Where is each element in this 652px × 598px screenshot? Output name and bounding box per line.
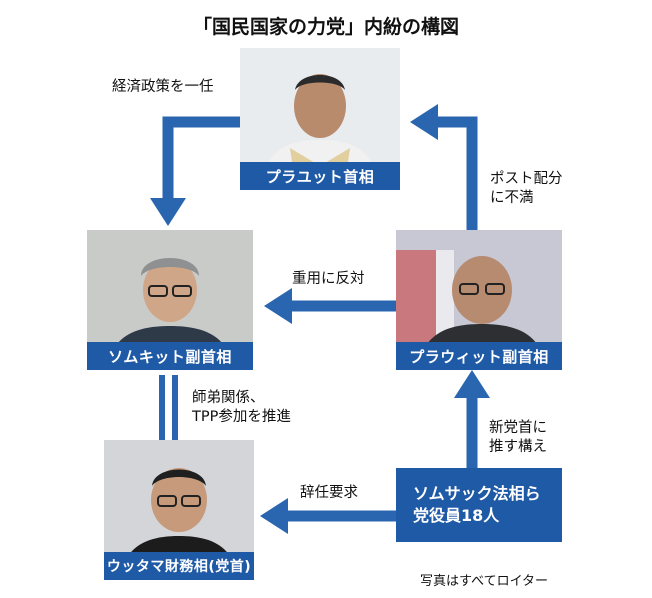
prawit-name: プラウィット副首相: [396, 342, 562, 370]
label-somsak-to-prawit-1: 新党首に: [489, 420, 547, 436]
label-somsak-to-uttama: 辞任要求: [300, 485, 358, 501]
arrow-prawit-to-prayut: [410, 104, 478, 232]
label-prawit-to-prayut-1: ポスト配分: [490, 171, 563, 187]
label-somkid-uttama-1: 師弟関係、: [192, 390, 265, 406]
label-somsak-to-prawit-2: 推す構え: [489, 439, 547, 455]
prayut-name: プラユット首相: [240, 162, 400, 190]
link-somkid-uttama: [159, 375, 178, 440]
prayut-card: プラユット首相: [240, 48, 400, 190]
somsak-line1: ソムサック法相ら: [413, 484, 541, 503]
somsak-line2: 党役員18人: [413, 506, 500, 525]
somkid-card: ソムキット副首相: [87, 230, 253, 370]
label-prayut-to-somkid: 経済政策を一任: [112, 79, 214, 95]
label-somkid-uttama: 師弟関係、 TPP参加を推進: [192, 389, 291, 427]
label-prawit-to-prayut-2: に不満: [490, 190, 534, 206]
photo-credit: 写真はすべてロイター: [420, 574, 549, 589]
label-prawit-to-somkid: 重用に反対: [292, 271, 365, 287]
arrow-somsak-to-uttama: [260, 498, 396, 534]
label-somsak-to-prawit: 新党首に 推す構え: [489, 419, 547, 457]
prawit-card: プラウィット副首相: [396, 230, 562, 370]
label-prawit-to-prayut: ポスト配分 に不満: [490, 170, 563, 208]
label-somkid-uttama-2: TPP参加を推進: [192, 409, 291, 425]
arrow-prayut-to-somkid: [150, 116, 240, 226]
somkid-name: ソムキット副首相: [87, 342, 253, 370]
uttama-card: ウッタマ財務相(党首): [104, 440, 254, 580]
somsak-box: ソムサック法相ら 党役員18人: [396, 468, 562, 542]
diagram-title: 「国民国家の力党」内紛の構図: [192, 16, 459, 38]
uttama-name: ウッタマ財務相(党首): [104, 552, 254, 580]
arrow-prawit-to-somkid: [264, 288, 396, 324]
arrow-somsak-to-prawit: [454, 370, 490, 468]
